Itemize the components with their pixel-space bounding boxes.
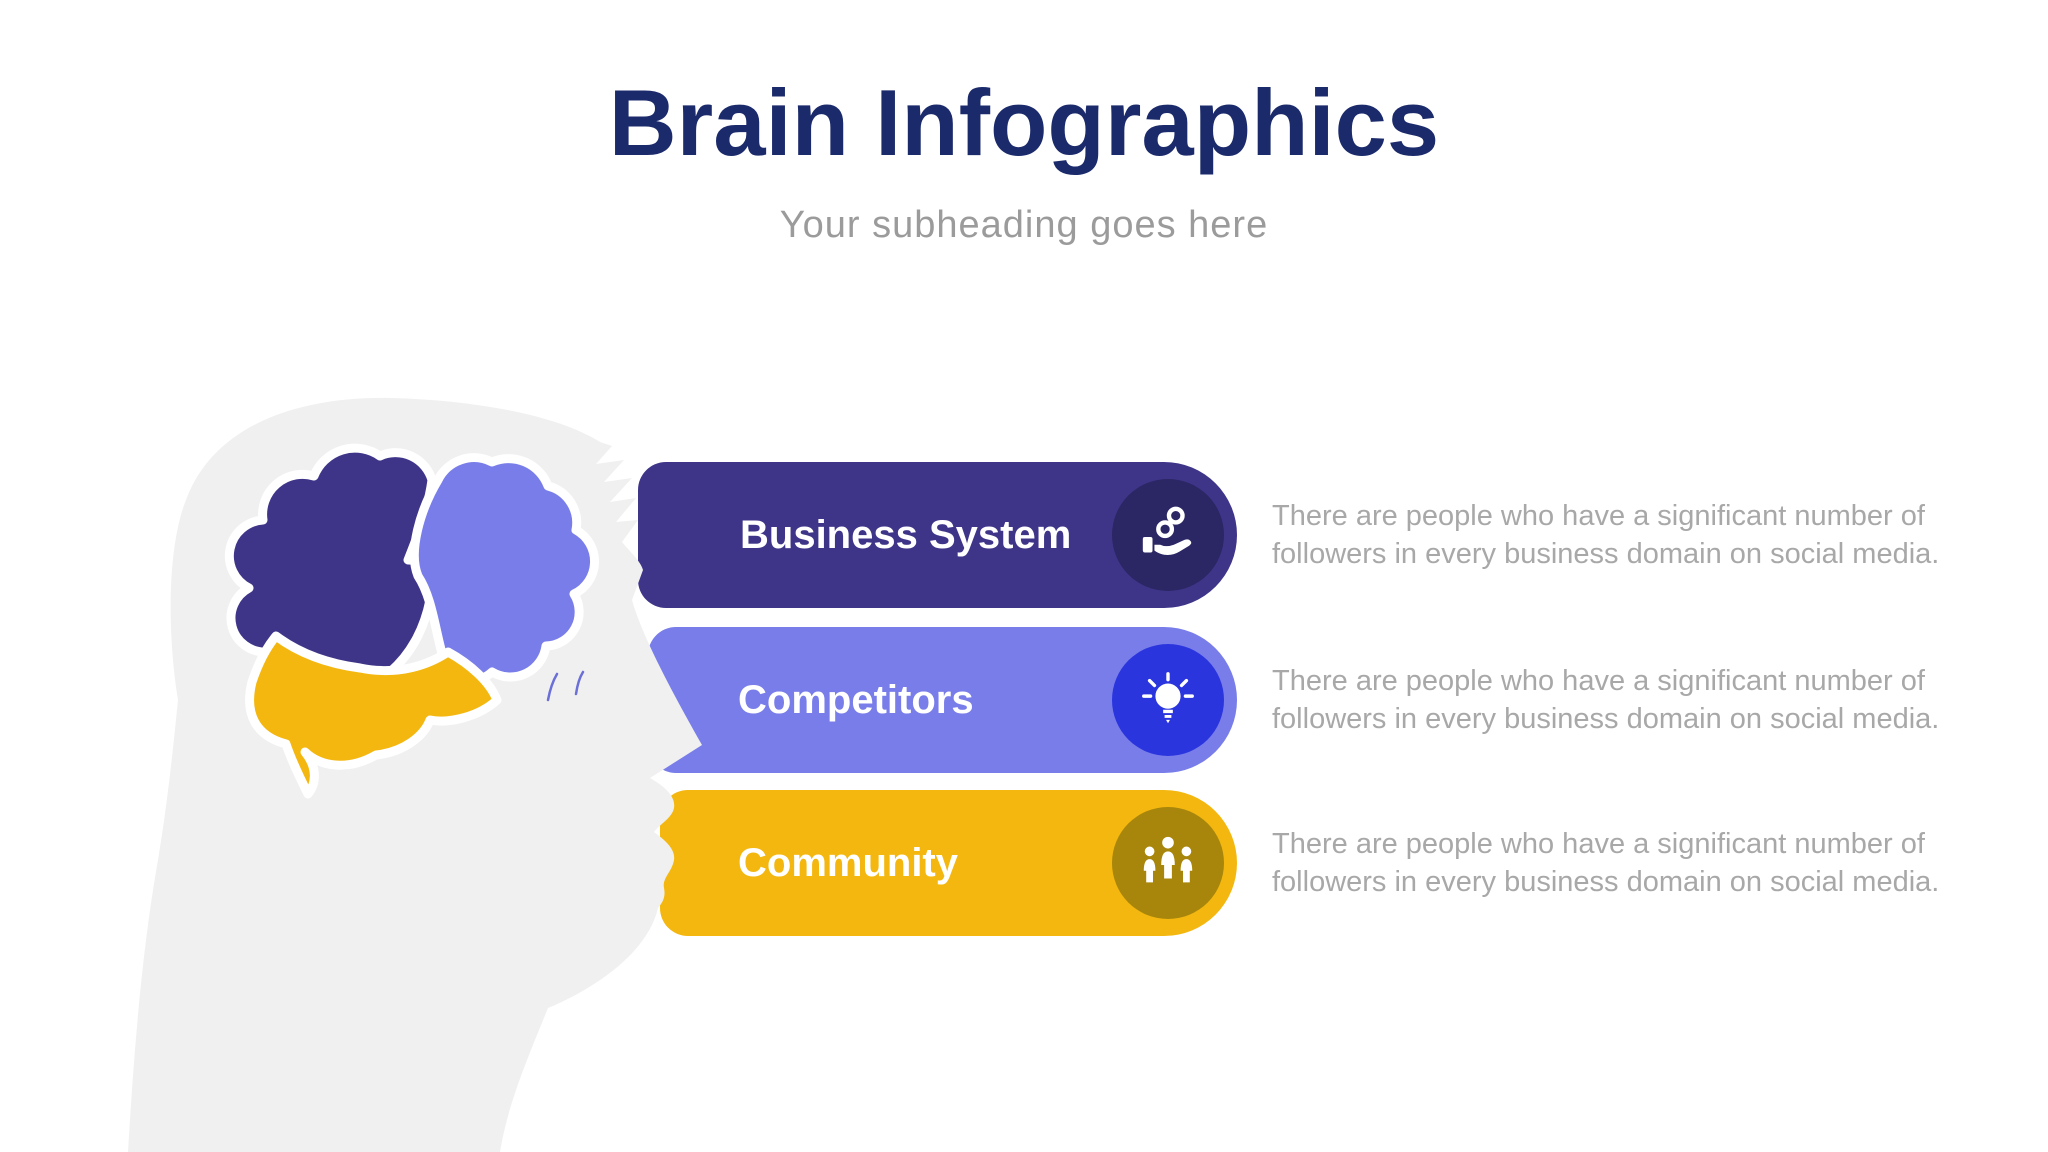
business-system-label: Business System [740, 512, 1072, 557]
competitors-description: There are people who have a significant … [1272, 665, 1940, 735]
lightbulb-icon [1142, 672, 1194, 724]
bar-row-community: Community [660, 790, 1237, 936]
page-title: Brain Infographics [608, 70, 1440, 175]
coins-in-hand-icon [1142, 506, 1192, 555]
community-label: Community [738, 840, 958, 885]
competitors-label: Competitors [738, 677, 974, 722]
business-system-icon-badge [1112, 479, 1224, 591]
business-system-description: There are people who have a significant … [1272, 500, 1940, 570]
community-icon-badge [1112, 807, 1224, 919]
competitors-icon-badge [1112, 644, 1224, 756]
page-subtitle: Your subheading goes here [779, 204, 1269, 246]
bar-row-competitors: Competitors [648, 627, 1237, 773]
people-icon [1143, 836, 1193, 883]
bar-row-business-system: Business System [638, 462, 1237, 608]
community-description: There are people who have a significant … [1272, 828, 1940, 898]
